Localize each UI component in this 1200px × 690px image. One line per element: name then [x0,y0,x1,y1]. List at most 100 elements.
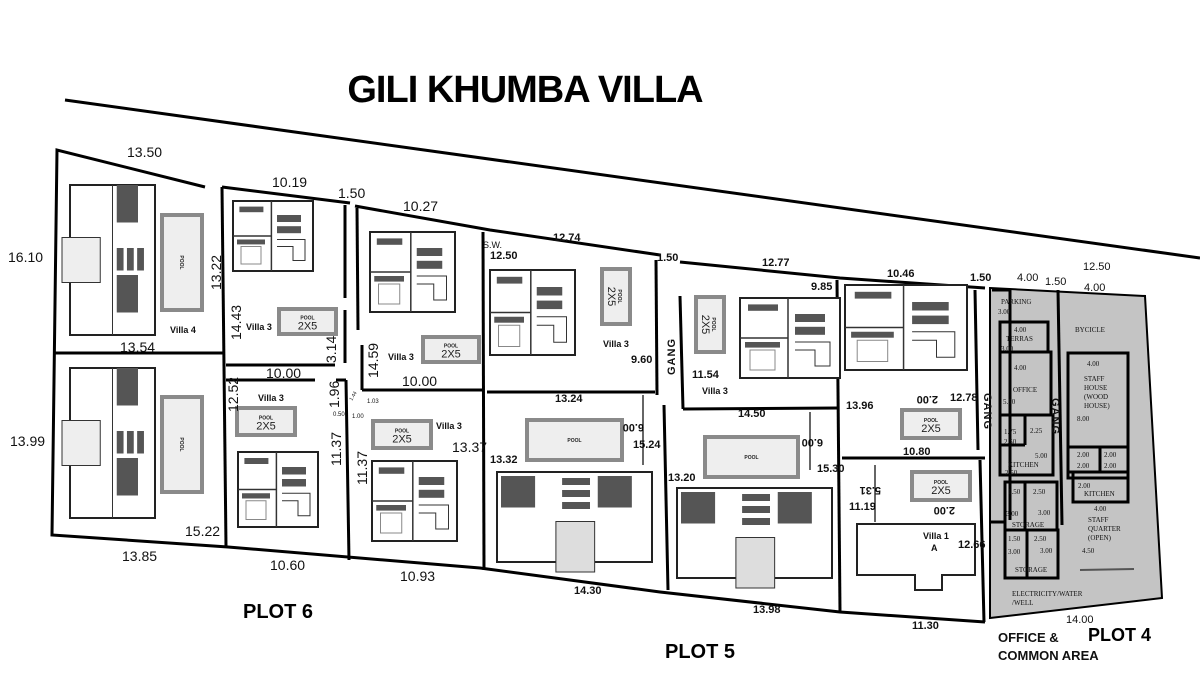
plot6-label: PLOT 6 [243,601,313,623]
plot6-dimensions: 13.50 16.10 10.19 1.50 10.27 13.22 14.43… [8,144,502,584]
svg-text:3.00: 3.00 [1006,510,1019,518]
gang-label-plot4-mid: GANG [1049,398,1061,435]
svg-text:PARKING: PARKING [1001,298,1031,306]
svg-text:4.00: 4.00 [1014,364,1027,372]
svg-text:1.50: 1.50 [1008,488,1021,496]
svg-text:15.30: 15.30 [817,463,845,475]
svg-text:1.50: 1.50 [1008,535,1021,543]
twin-villa-floorplan [676,487,833,589]
svg-text:BYCICLE: BYCICLE [1075,326,1105,334]
svg-text:3.00: 3.00 [1008,548,1021,556]
pool-size-label: 2X5 [921,423,941,435]
svg-text:2.50: 2.50 [1005,469,1018,477]
pool-label: POOL [924,418,938,424]
svg-text:10.93: 10.93 [400,568,435,584]
road-line [64,98,1200,260]
svg-text:STORAGE: STORAGE [1012,521,1044,529]
pool: POOL [160,395,204,494]
svg-text:6.00: 6.00 [623,421,644,433]
villa-labels: Villa 4 Villa 3 Villa 3 Villa 3 Villa 3 … [170,322,949,553]
villa-floorplan [237,451,319,528]
svg-text:15.24: 15.24 [633,439,661,451]
svg-text:4.00: 4.00 [1094,505,1107,513]
svg-text:14.30: 14.30 [574,585,602,597]
pool-label: POOL [395,429,409,435]
svg-text:1.75: 1.75 [1004,428,1017,436]
svg-text:10.00: 10.00 [266,365,301,381]
svg-text:KITCHEN: KITCHEN [1084,490,1115,498]
svg-text:12.78: 12.78 [950,392,978,404]
svg-text:10.19: 10.19 [272,174,307,190]
svg-text:1.00: 1.00 [352,414,364,420]
svg-text:12.50: 12.50 [1083,261,1111,273]
pool-label: POOL [444,344,458,350]
svg-text:8.00: 8.00 [1077,415,1090,423]
pool-label: POOL [178,255,184,269]
sw-label: S.W. [483,240,502,250]
svg-text:OFFICE: OFFICE [1013,386,1037,394]
svg-text:2.00: 2.00 [1077,462,1090,470]
pool-label: POOL [300,316,314,322]
plan-title: GILI KHUMBA VILLA [347,69,703,111]
gang-label-plot5: GANG [666,338,678,375]
svg-text:13.24: 13.24 [555,393,583,405]
svg-text:/WELL: /WELL [1012,599,1033,607]
svg-text:14.50: 14.50 [738,408,766,420]
svg-text:3.14: 3.14 [323,336,339,363]
plot4-buildings [990,288,1135,580]
villa-floorplan [489,269,576,356]
svg-text:2.50: 2.50 [1034,535,1047,543]
villa-label: Villa 3 [702,386,728,396]
svg-text:(WOOD: (WOOD [1084,393,1108,401]
svg-text:13.50: 13.50 [127,144,162,160]
svg-text:13.99: 13.99 [10,433,45,449]
pool-label: POOL [259,416,273,422]
twin-villa-floorplan [496,471,653,573]
svg-text:12.74: 12.74 [553,232,581,244]
svg-text:2.00: 2.00 [1104,462,1117,470]
svg-text:4.50: 4.50 [1082,547,1095,555]
svg-text:3.00: 3.00 [1038,509,1051,517]
svg-text:11.54: 11.54 [692,369,720,381]
pool-label: POOL [178,437,184,451]
svg-text:1.03: 1.03 [367,399,379,405]
pool-size-label: 2X5 [298,321,318,333]
villa-label: Villa 3 [388,352,414,362]
svg-text:(OPEN): (OPEN) [1088,534,1112,542]
svg-text:13.85: 13.85 [122,548,157,564]
svg-text:2.00: 2.00 [1077,451,1090,459]
villa-floorplan [369,231,456,313]
svg-text:13.22: 13.22 [208,255,224,290]
villa-label: Villa 3 [603,339,629,349]
svg-text:5.50: 5.50 [1003,398,1016,406]
pool-size-label: 2X5 [441,349,461,361]
svg-text:HOUSE: HOUSE [1084,384,1107,392]
svg-text:12.50: 12.50 [490,250,518,262]
plot4-label: PLOT 4 [1088,625,1151,645]
pool-label: POOL [567,438,581,444]
svg-text:10.60: 10.60 [270,557,305,573]
svg-text:10.80: 10.80 [903,446,931,458]
svg-text:11.19: 11.19 [849,501,876,513]
svg-text:5.31: 5.31 [860,484,881,496]
svg-text:5.00: 5.00 [1035,452,1048,460]
villa-floorplan [61,184,156,336]
svg-text:13.96: 13.96 [846,400,874,412]
villa-floorplan [61,367,156,519]
gang-label-plot4-left: GANG [981,393,993,430]
villa-1a-outline [856,523,976,591]
svg-text:10.00: 10.00 [402,373,437,389]
villa-label: Villa 4 [170,325,196,335]
svg-text:1.50: 1.50 [338,185,365,201]
boundary-walls [50,148,986,624]
storage2-room [1003,528,1060,580]
pool-size-label: 2X5 [256,421,276,433]
svg-text:ELECTRICITY/WATER: ELECTRICITY/WATER [1012,590,1083,598]
svg-text:STORAGE: STORAGE [1015,566,1047,574]
